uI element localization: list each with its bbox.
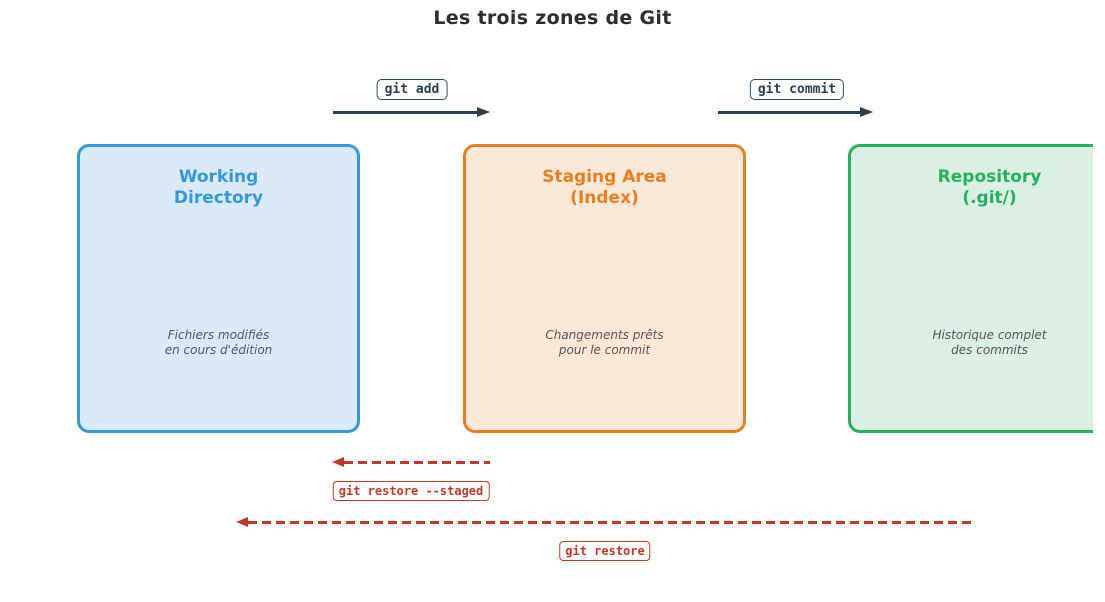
zone-working-subtitle: Fichiers modifiés en cours d'édition [80, 328, 357, 358]
zone-title-line2: (Index) [570, 188, 639, 208]
zone-staging-title: Staging Area (Index) [466, 167, 743, 209]
zone-title-line1: Staging Area [542, 167, 667, 187]
zone-repository-clip: Repository (.git/) Historique complet de… [848, 144, 1093, 433]
git-add-arrowhead-right-icon [477, 107, 490, 117]
zone-title-line1: Working [178, 167, 259, 187]
git-commit-arrow-line [718, 111, 861, 114]
zone-working-directory: Working Directory Fichiers modifiés en c… [77, 144, 360, 433]
zone-subtitle-line2: pour le commit [558, 343, 651, 357]
zone-title-line2: (.git/) [962, 188, 1017, 208]
git-restore-staged-arrow-line [344, 461, 490, 464]
zone-title-line1: Repository [937, 167, 1042, 187]
zone-staging-area: Staging Area (Index) Changements prêts p… [463, 144, 746, 433]
git-restore-command-label: git restore [559, 541, 651, 561]
zone-repository: Repository (.git/) Historique complet de… [848, 144, 1093, 433]
zone-repository-subtitle: Historique complet des commits [851, 328, 1093, 358]
zone-subtitle-line2: des commits [951, 343, 1028, 357]
git-add-arrow-line [333, 111, 478, 114]
zone-subtitle-line1: Historique complet [932, 328, 1047, 342]
git-commit-arrowhead-right-icon [860, 107, 873, 117]
diagram-title: Les trois zones de Git [433, 7, 672, 29]
zone-repository-title: Repository (.git/) [851, 167, 1093, 209]
zone-title-line2: Directory [173, 188, 264, 208]
zone-subtitle-line1: Changements prêts [545, 328, 664, 342]
git-restore-staged-arrowhead-left-icon [332, 457, 344, 467]
git-add-command-label: git add [376, 79, 448, 100]
zone-staging-subtitle: Changements prêts pour le commit [466, 328, 743, 358]
git-restore-arrow-line [248, 521, 973, 524]
git-restore-arrowhead-left-icon [236, 517, 248, 527]
zone-subtitle-line1: Fichiers modifiés [167, 328, 270, 342]
git-commit-command-label: git commit [749, 79, 845, 100]
git-restore-staged-command-label: git restore --staged [332, 481, 490, 501]
zone-subtitle-line2: en cours d'édition [164, 343, 273, 357]
zone-working-title: Working Directory [80, 167, 357, 209]
